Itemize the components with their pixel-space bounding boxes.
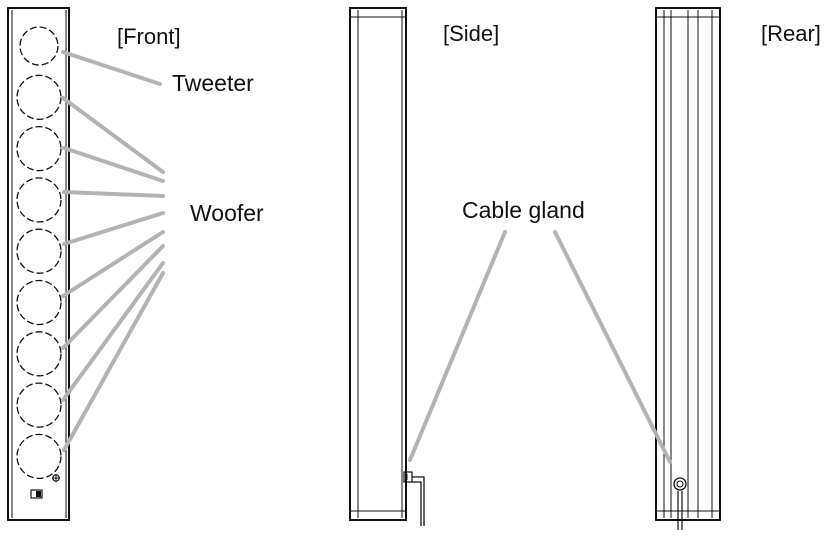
woofer-leader-line	[62, 190, 165, 198]
side-cable-gland-icon	[403, 471, 425, 526]
woofer-driver	[16, 74, 62, 120]
front-view	[7, 7, 70, 521]
side-view-title: [Side]	[443, 21, 500, 46]
rear-cabinet	[655, 7, 721, 521]
side-view	[349, 7, 425, 526]
woofer-label: Woofer	[190, 200, 264, 226]
woofer-driver	[16, 382, 62, 428]
tweeter-label: Tweeter	[172, 70, 254, 96]
rear-view	[655, 7, 721, 530]
woofer-driver	[16, 228, 62, 274]
woofer-driver	[16, 177, 62, 223]
woofer-driver	[16, 279, 62, 326]
front-small-screw-icon	[52, 474, 60, 482]
rear-view-title: [Rear]	[761, 21, 821, 46]
woofer-leader-line	[62, 211, 165, 246]
woofer-leader-line	[62, 146, 165, 183]
cable-gland-label: Cable gland	[462, 197, 585, 223]
cable-gland-leader-line-side	[408, 230, 507, 462]
side-cabinet	[349, 7, 407, 521]
woofer-driver	[16, 433, 62, 480]
woofer-leader-line	[61, 261, 165, 402]
tweeter-driver	[19, 26, 59, 66]
cable-gland-leader-line-rear	[553, 230, 672, 464]
front-cabinet	[7, 7, 70, 521]
tweeter-leader-line	[61, 50, 162, 86]
woofer-driver	[16, 125, 62, 172]
woofer-leader-line	[61, 244, 165, 350]
front-switch-icon	[30, 489, 43, 499]
woofer-driver	[16, 331, 62, 377]
woofer-leader-line	[61, 96, 165, 174]
leader-lines	[61, 50, 672, 464]
woofer-leader-line	[61, 230, 165, 298]
front-view-title: [Front]	[117, 24, 181, 49]
rear-cable-gland-icon	[673, 477, 687, 530]
driver-array	[16, 26, 62, 480]
woofer-leader-line	[62, 271, 165, 452]
